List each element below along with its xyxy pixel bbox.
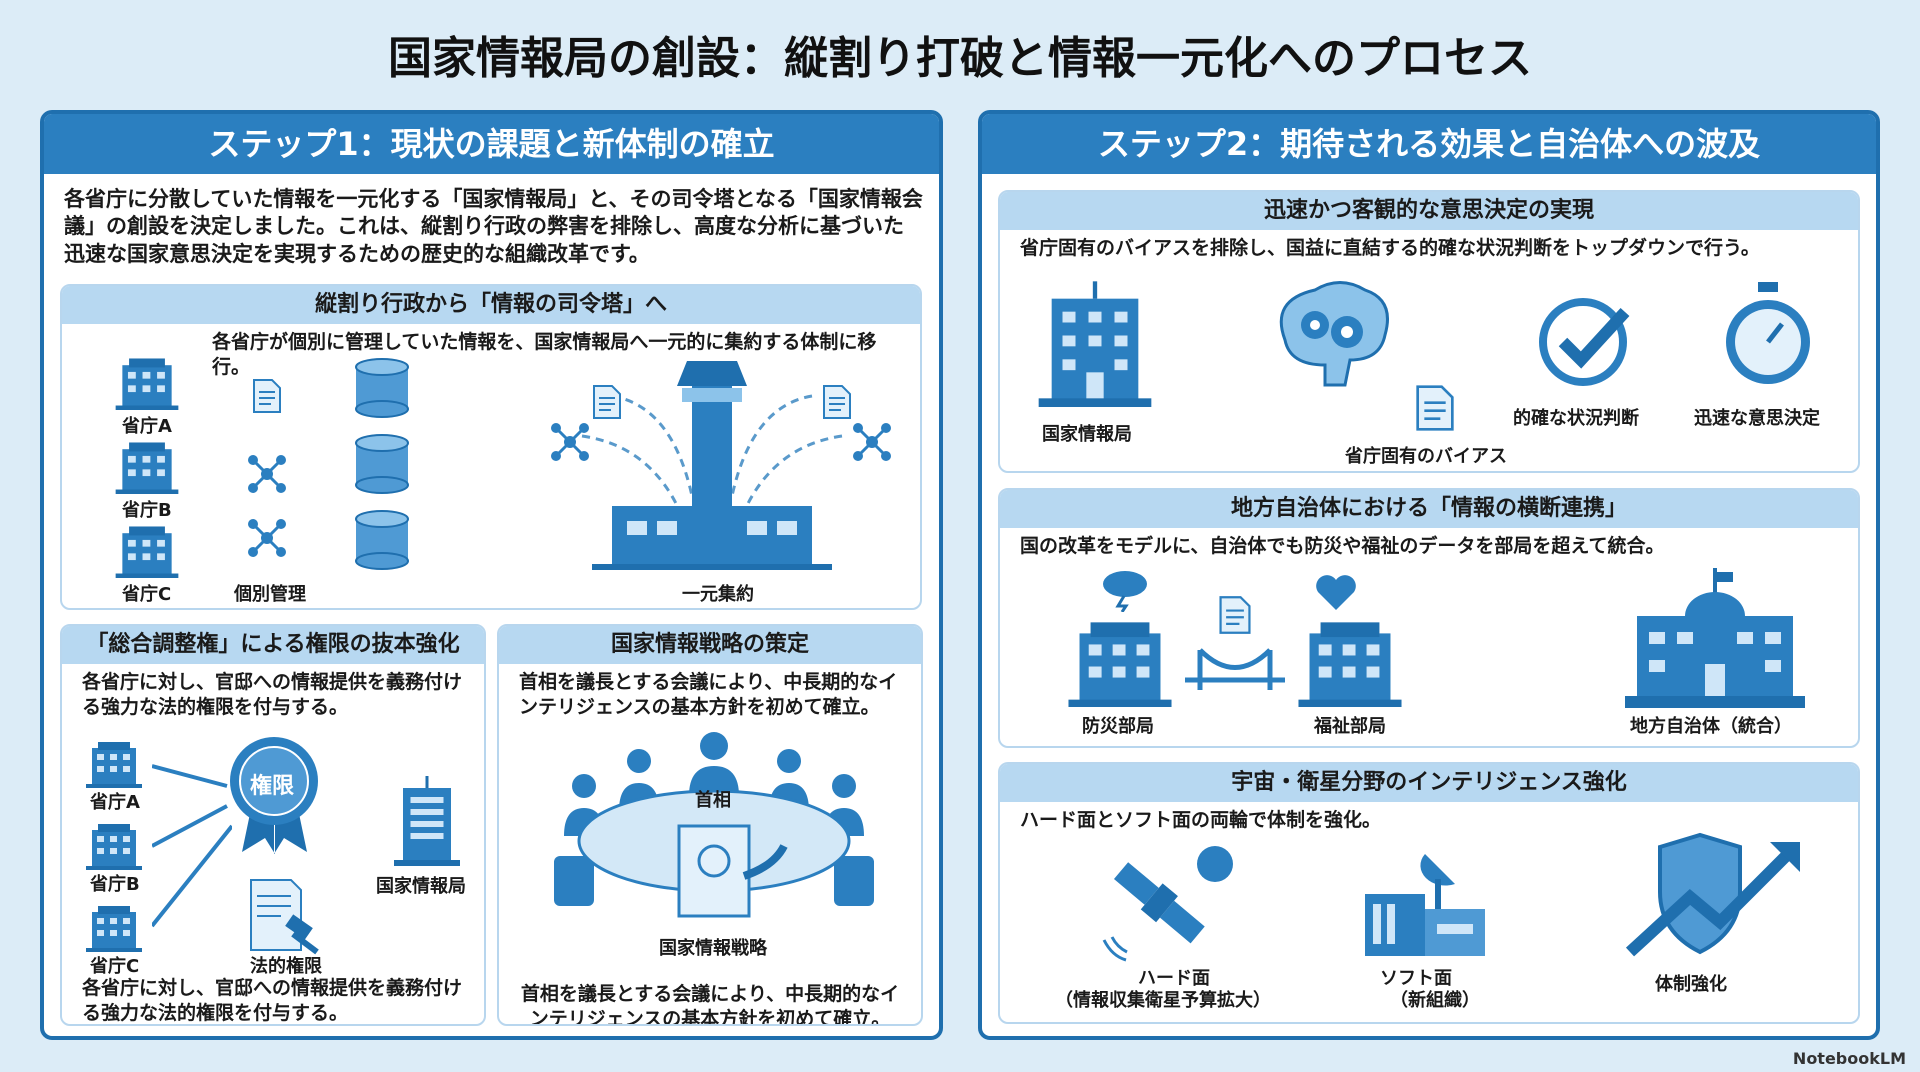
network-icon xyxy=(247,454,287,494)
soft-label: ソフト面 xyxy=(1380,968,1452,989)
legal-gavel-icon xyxy=(250,879,319,955)
bridge-icon xyxy=(1185,648,1285,690)
disaster-dept-building-icon xyxy=(1055,615,1185,707)
network-icon xyxy=(852,422,892,462)
dept-label: 地方自治体（統合） xyxy=(1630,716,1792,737)
step1-intro: 各省庁に分散していた情報を一元化する「国家情報局」と、その司令塔となる「国家情報… xyxy=(64,187,923,266)
ground-station-icon xyxy=(1365,854,1485,956)
legal-authority-label: 法的権限 xyxy=(250,956,322,977)
pm-label: 首相 xyxy=(695,790,731,811)
agency-label: 省庁A xyxy=(90,792,140,813)
box-title: 縦割り行政から「情報の司令塔」へ xyxy=(62,286,920,324)
document-icon xyxy=(592,384,622,420)
space-intel-box: 宇宙・衛星分野のインテリジェンス強化 ハード面とソフト面の両輪で体制を強化。 ハ… xyxy=(998,762,1860,1024)
authority-badge-icon xyxy=(230,737,318,854)
meeting-table-icon xyxy=(554,732,874,918)
box-footer: 首相を議長とする会議により、中長期的なインテリジェンスの基本方針を初めて確立。 xyxy=(520,983,900,1026)
hard-sub-label: （情報収集衛星予算拡大） xyxy=(1055,990,1271,1011)
hard-label: ハード面 xyxy=(1138,968,1210,989)
strength-label: 体制強化 xyxy=(1655,974,1727,995)
individual-label: 個別管理 xyxy=(234,584,306,605)
silo-to-command-box: 縦割り行政から「情報の司令塔」へ 各省庁が個別に管理していた情報を、国家情報局へ… xyxy=(60,284,922,610)
box-title: 宇宙・衛星分野のインテリジェンス強化 xyxy=(1000,764,1858,802)
effect-label: 省庁固有のバイアス xyxy=(1345,446,1507,467)
document-icon xyxy=(1415,384,1455,432)
agency-label: 省庁C xyxy=(90,956,140,977)
effect-label: 国家情報局 xyxy=(1042,424,1132,445)
box-desc: 各省庁に対し、官邸への情報提供を義務付ける強力な法的権限を付与する。 xyxy=(82,671,463,718)
building-icon xyxy=(82,902,146,952)
decision-box: 迅速かつ客観的な意思決定の実現 省庁固有のバイアスを排除し、国益に直結する的確な… xyxy=(998,190,1860,473)
step2-panel: ステップ2：期待される効果と自治体への波及 迅速かつ客観的な意思決定の実現 省庁… xyxy=(978,110,1880,1040)
rays-icon xyxy=(152,764,232,928)
local-gov-box: 地方自治体における「情報の横断連携」 国の改革をモデルに、自治体でも防災や福祉の… xyxy=(998,488,1860,748)
document-icon xyxy=(822,384,852,420)
network-icon xyxy=(247,518,287,558)
brain-gears-icon xyxy=(1279,281,1389,387)
soft-sub-label: （新組織） xyxy=(1390,990,1480,1011)
bureau-label: 国家情報局 xyxy=(376,876,466,897)
effect-label: 迅速な意思決定 xyxy=(1694,408,1820,429)
box-title: 「総合調整権」による権限の抜本強化 xyxy=(62,626,484,664)
building-icon xyxy=(82,820,146,870)
building-icon xyxy=(112,522,182,578)
dept-label: 防災部局 xyxy=(1082,716,1154,737)
unified-label: 一元集約 xyxy=(682,584,754,605)
agency-label: 省庁B xyxy=(122,500,172,521)
strategy-label: 国家情報戦略 xyxy=(659,938,767,959)
stopwatch-icon xyxy=(1726,282,1810,384)
dept-label: 福祉部局 xyxy=(1314,716,1386,737)
box-title: 迅速かつ客観的な意思決定の実現 xyxy=(1000,192,1858,230)
box-desc: ハード面とソフト面の両輪で体制を強化。 xyxy=(1020,809,1382,831)
satellite-icon xyxy=(1102,846,1233,962)
agency-label: 省庁C xyxy=(122,584,172,605)
effect-label: 的確な状況判断 xyxy=(1513,408,1639,429)
page-title: 国家情報局の創設：縦割り打破と情報一元化へのプロセス xyxy=(388,33,1532,84)
agency-label: 省庁A xyxy=(122,416,172,437)
step1-panel: ステップ1：現状の課題と新体制の確立 各省庁に分散していた情報を一元化する「国家… xyxy=(40,110,943,1040)
welfare-dept-building-icon xyxy=(1285,615,1415,707)
document-transfer-icon xyxy=(1215,595,1255,635)
box-footer: 各省庁に対し、官邸への情報提供を義務付ける強力な法的権限を付与する。 xyxy=(82,977,463,1024)
city-hall-icon xyxy=(1625,568,1805,708)
building-icon xyxy=(112,438,182,494)
network-icon xyxy=(550,422,590,462)
database-icon xyxy=(352,356,412,418)
agency-label: 省庁B xyxy=(90,874,140,895)
database-icon xyxy=(352,508,412,570)
step1-header: ステップ1：現状の課題と新体制の確立 xyxy=(44,114,939,174)
database-icon xyxy=(352,432,412,494)
cloud-lightning-icon xyxy=(1103,571,1147,612)
box-desc: 省庁固有のバイアスを排除し、国益に直結する的確な状況判断をトップダウンで行う。 xyxy=(1020,237,1760,259)
building-icon xyxy=(82,738,146,788)
authority-box: 「総合調整権」による権限の抜本強化 各省庁に対し、官邸への情報提供を義務付ける強… xyxy=(60,624,486,1026)
box-desc: 国の改革をモデルに、自治体でも防災や福祉のデータを部局を超えて統合。 xyxy=(1020,535,1665,557)
strategy-box: 国家情報戦略の策定 首相を議長とする会議により、中長期的なインテリジェンスの基本… xyxy=(497,624,923,1026)
building-icon xyxy=(1038,281,1152,407)
step2-header: ステップ2：期待される効果と自治体への波及 xyxy=(982,114,1876,174)
shield-growth-icon xyxy=(1625,832,1800,957)
document-icon xyxy=(252,378,282,414)
building-icon xyxy=(394,776,460,866)
heart-icon xyxy=(1316,575,1356,610)
checkmark-icon xyxy=(1539,298,1630,386)
notebooklm-logo: NotebookLM xyxy=(1792,1049,1906,1068)
box-desc: 首相を議長とする会議により、中長期的なインテリジェンスの基本方針を初めて確立。 xyxy=(519,671,898,718)
authority-badge-label: 権限 xyxy=(250,774,295,799)
box-title: 地方自治体における「情報の横断連携」 xyxy=(1000,490,1858,528)
control-tower-icon xyxy=(581,361,843,570)
box-title: 国家情報戦略の策定 xyxy=(499,626,921,664)
building-icon xyxy=(112,354,182,410)
box-desc: 各省庁が個別に管理していた情報を、国家情報局へ一元的に集約する体制に移行。 xyxy=(212,331,877,378)
